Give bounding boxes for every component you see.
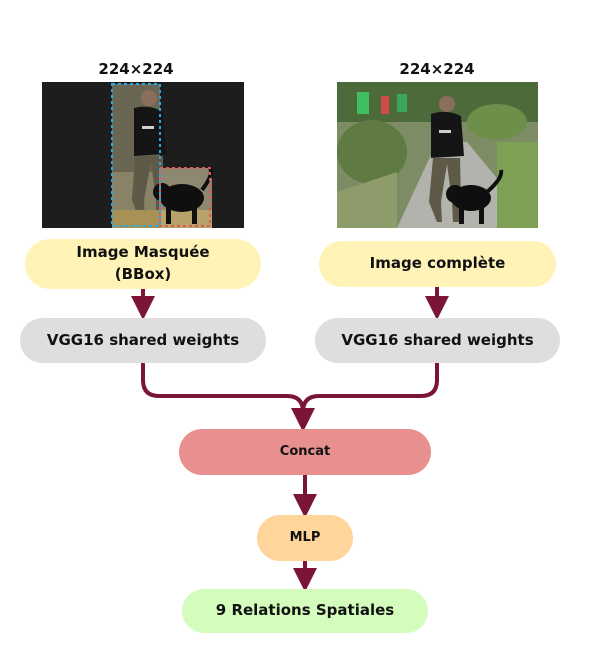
masked-photo-icon: [42, 82, 244, 228]
dog-bbox: [159, 167, 211, 227]
concat-label: Concat: [279, 443, 331, 459]
full-image-label: Image complète: [319, 241, 556, 287]
concat-node: Concat: [179, 429, 431, 475]
right-encoder-label: VGG16 shared weights: [341, 330, 534, 349]
merge-arrow-left: [141, 362, 315, 432]
merge-arrow-right: [301, 362, 439, 414]
left-encoder-label: VGG16 shared weights: [46, 330, 240, 349]
full-image-label-text: Image complète: [369, 254, 506, 273]
left-size-label: 224×224: [98, 60, 174, 78]
person-bbox: [111, 83, 161, 227]
right-vgg16-encoder: VGG16 shared weights: [315, 318, 560, 363]
masked-image-label-line2: (BBox): [114, 265, 172, 283]
output-label: 9 Relations Spatiales: [215, 601, 395, 620]
left-vgg16-encoder: VGG16 shared weights: [20, 318, 266, 363]
full-photo-icon: [337, 82, 538, 228]
masked-image-label-line1: Image Masquée: [76, 243, 210, 262]
full-image: [337, 82, 538, 228]
masked-image-label: Image Masquée (BBox): [25, 239, 261, 289]
right-size-label: 224×224: [399, 60, 475, 78]
mlp-node: MLP: [257, 515, 353, 561]
masked-image: [42, 82, 244, 228]
mlp-label: MLP: [289, 529, 321, 545]
output-node: 9 Relations Spatiales: [182, 589, 428, 633]
